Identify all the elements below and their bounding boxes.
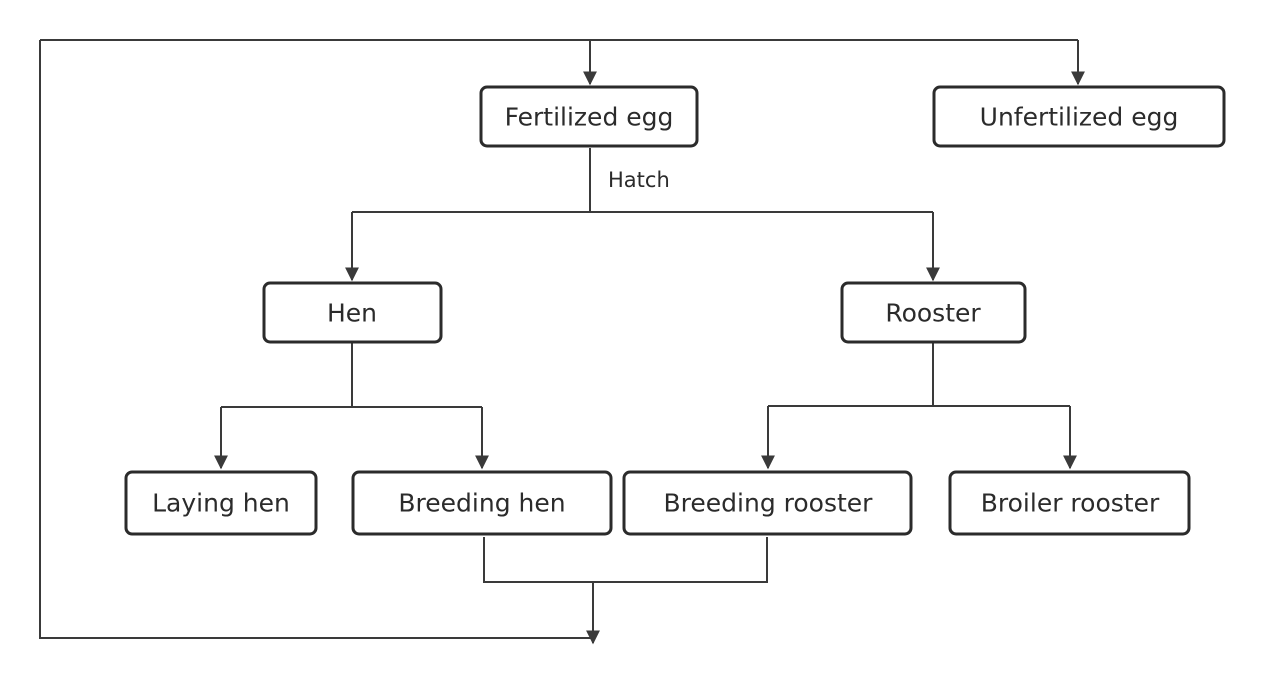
node-breeding-rooster-label: Breeding rooster bbox=[664, 489, 874, 518]
node-breeding-hen-box bbox=[351, 470, 613, 536]
node-breeding-hen-label: Breeding hen bbox=[398, 489, 565, 518]
node-laying-hen[interactable]: Laying hen bbox=[124, 470, 318, 536]
node-rooster[interactable]: Rooster bbox=[840, 281, 1027, 344]
node-breeding-hen[interactable]: Breeding hen bbox=[351, 470, 613, 536]
edge-label-hatch: Hatch bbox=[608, 168, 670, 192]
node-fertilized-egg-box bbox=[479, 85, 699, 148]
edge-breeding-merge bbox=[483, 537, 768, 583]
node-laying-hen-box bbox=[124, 470, 318, 536]
node-laying-hen-label: Laying hen bbox=[152, 489, 290, 518]
node-broiler-rooster-label: Broiler rooster bbox=[981, 489, 1160, 518]
node-broiler-rooster-box bbox=[948, 470, 1191, 536]
node-breeding-rooster-box bbox=[622, 470, 913, 536]
node-hen[interactable]: Hen bbox=[262, 281, 443, 344]
node-unfertilized-egg[interactable]: Unfertilized egg bbox=[932, 85, 1226, 148]
node-breeding-rooster[interactable]: Breeding rooster bbox=[622, 470, 913, 536]
node-rooster-box bbox=[840, 281, 1027, 344]
node-fertilized-egg-label: Fertilized egg bbox=[505, 103, 674, 132]
node-unfertilized-egg-box bbox=[932, 85, 1226, 148]
node-hen-box bbox=[262, 281, 443, 344]
node-hen-label: Hen bbox=[327, 299, 377, 328]
node-broiler-rooster[interactable]: Broiler rooster bbox=[948, 470, 1191, 536]
node-fertilized-egg[interactable]: Fertilized egg bbox=[479, 85, 699, 148]
node-unfertilized-egg-label: Unfertilized egg bbox=[980, 103, 1179, 132]
node-rooster-label: Rooster bbox=[885, 299, 981, 328]
edge-feedback-loop bbox=[39, 40, 593, 639]
edges bbox=[39, 39, 1085, 645]
